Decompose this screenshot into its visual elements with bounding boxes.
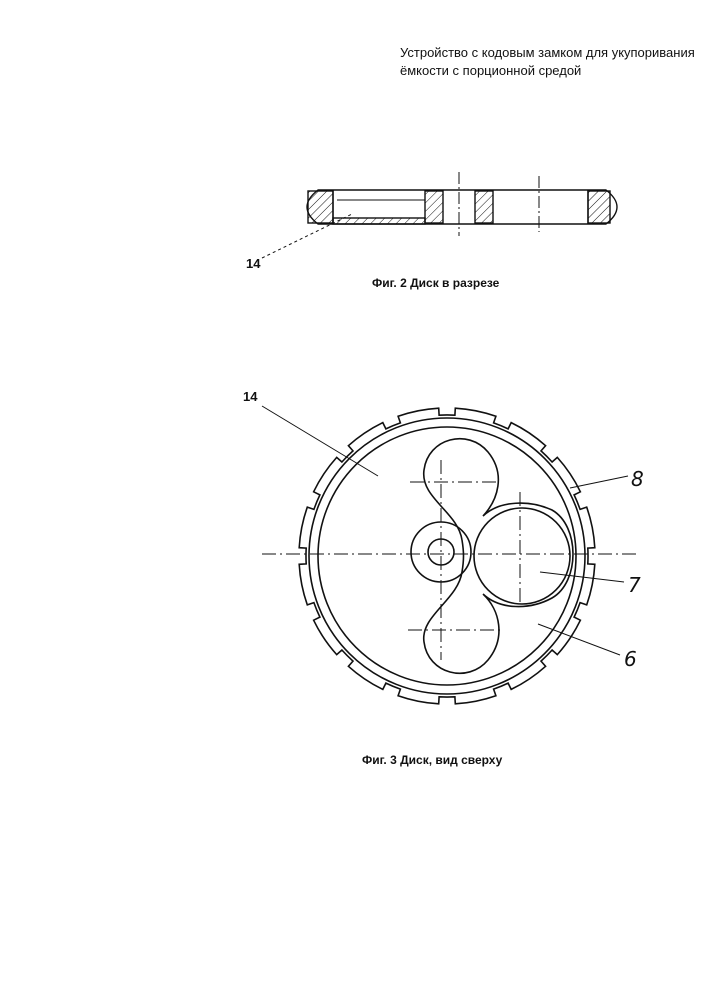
figure-3-top-view <box>262 406 636 704</box>
label-7: 7 <box>628 573 641 597</box>
clover-recess <box>424 439 573 674</box>
label-8: 8 <box>631 467 644 491</box>
disc-face-circle <box>318 427 576 685</box>
label-6: 6 <box>624 647 637 671</box>
hatch-left-rim <box>308 191 333 223</box>
hatch-hub-right <box>475 191 493 223</box>
outer-rim-notched <box>299 408 595 704</box>
code-hole-7 <box>474 508 570 604</box>
label-14-fig2: 14 <box>246 256 261 271</box>
figure-3-caption: Фиг. 3 Диск, вид сверху <box>362 753 502 767</box>
hatch-inner-recess <box>333 218 425 224</box>
figure-2-caption: Фиг. 2 Диск в разрезе <box>372 276 499 290</box>
leader-14-fig3 <box>262 406 378 476</box>
figure-2-section-view <box>262 172 617 258</box>
leader-8 <box>570 476 628 488</box>
leader-6 <box>538 624 620 655</box>
leader-14-fig2 <box>262 214 352 258</box>
label-14-fig3: 14 <box>243 389 258 404</box>
hatch-right-rim <box>588 191 610 223</box>
hatch-hub-left <box>425 191 443 223</box>
